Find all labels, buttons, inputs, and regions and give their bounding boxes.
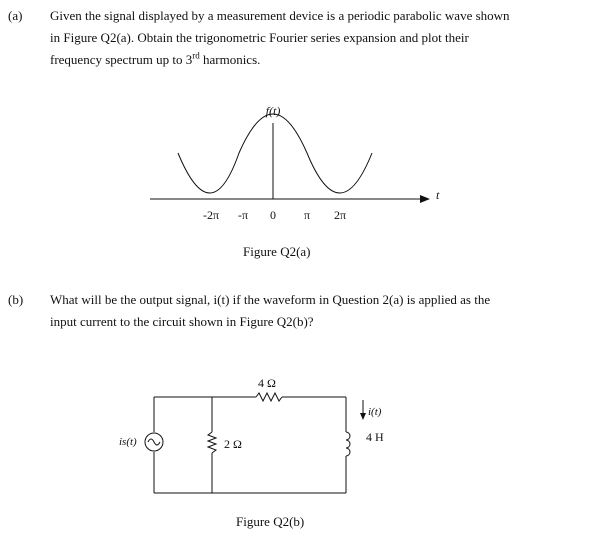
current-source <box>144 432 164 452</box>
question-a-line-3-prefix: frequency spectrum up to 3 <box>50 52 193 67</box>
question-b-text: What will be the output signal, i(t) if … <box>50 289 540 333</box>
inductor-4-h <box>345 431 351 457</box>
question-a-line-2: in Figure Q2(a). Obtain the trigonometri… <box>50 30 469 45</box>
resistor-2-ohm <box>206 431 218 454</box>
parabolic-wave <box>177 113 373 194</box>
tick-label-zero: 0 <box>270 208 276 222</box>
question-b-label: (b) <box>8 292 24 307</box>
ac-wave-icon <box>147 438 161 446</box>
x-axis-arrowhead <box>420 195 430 203</box>
question-a-line-3-suffix: harmonics. <box>199 52 261 67</box>
tick-label-neg-pi: -π <box>238 208 248 222</box>
inductor-label: 4 H <box>366 430 384 444</box>
source-label: is(t) <box>119 436 137 448</box>
tick-label-neg-2pi: -2π <box>203 208 219 222</box>
current-label: i(t) <box>368 406 382 418</box>
current-arrow-head <box>360 413 366 420</box>
figure-q2b-circuit: 4 Ω 2 Ω is(t) i(t) 4 H <box>119 376 384 494</box>
x-axis-label: t <box>436 188 440 202</box>
figure-q2a: f(t) t -2π -π 0 π 2π <box>150 104 440 222</box>
question-b-line-1: What will be the output signal, i(t) if … <box>50 292 491 307</box>
question-a-line-3-sup: rd <box>192 50 200 61</box>
question-a-label: (a) <box>8 8 23 23</box>
question-a-text: Given the signal displayed by a measurem… <box>50 5 540 71</box>
question-b-line-2: input current to the circuit shown in Fi… <box>50 314 314 329</box>
resistor-4-ohm-label: 4 Ω <box>258 376 276 390</box>
resistor-2-ohm-label: 2 Ω <box>224 437 242 451</box>
figure-q2a-caption: Figure Q2(a) <box>243 244 311 259</box>
figure-q2b-caption: Figure Q2(b) <box>236 514 305 529</box>
tick-label-pi: π <box>304 208 310 222</box>
question-a-line-3: frequency spectrum up to 3rd harmonics. <box>50 49 540 71</box>
tick-label-2pi: 2π <box>334 208 346 222</box>
y-axis-label: f(t) <box>266 104 281 118</box>
question-a-line-1: Given the signal displayed by a measurem… <box>50 8 510 23</box>
resistor-4-ohm <box>255 391 283 403</box>
